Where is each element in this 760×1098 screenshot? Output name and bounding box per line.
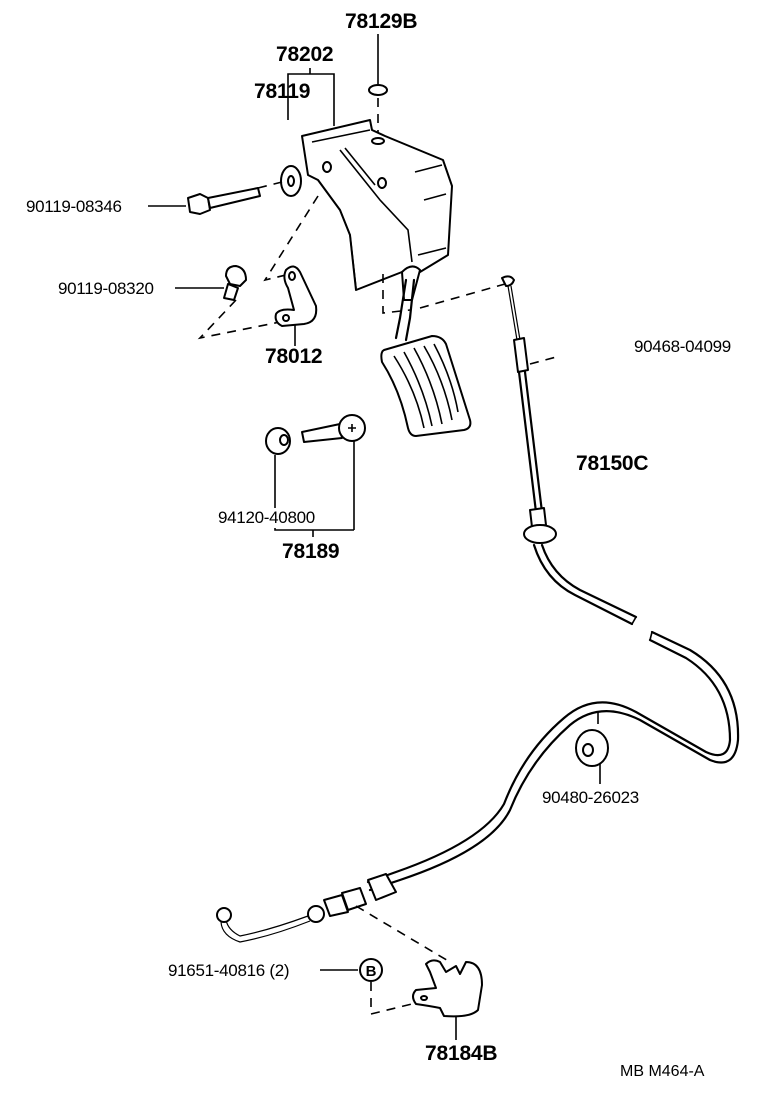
part-78150C-cable[interactable] bbox=[366, 275, 740, 892]
label-78129B[interactable]: 78129B bbox=[345, 10, 418, 33]
part-78184B-bracket[interactable] bbox=[412, 959, 483, 1040]
part-90480-26023-grommet[interactable] bbox=[575, 712, 609, 784]
label-78184B[interactable]: 78184B bbox=[425, 1042, 498, 1065]
label-90468-04099[interactable]: 90468-04099 bbox=[634, 337, 731, 356]
diagram-code: MB M464-A bbox=[620, 1063, 705, 1080]
leader-78189 bbox=[274, 441, 355, 537]
label-78189[interactable]: 78189 bbox=[282, 540, 340, 563]
label-78202[interactable]: 78202 bbox=[276, 43, 334, 66]
part-78012-bracket[interactable] bbox=[274, 265, 318, 346]
leader-78202 bbox=[287, 68, 335, 126]
cable-end-fittings bbox=[216, 873, 397, 943]
part-90119-08320-bolt[interactable] bbox=[175, 265, 247, 301]
label-78119[interactable]: 78119 bbox=[254, 80, 311, 103]
part-78202-pedal-bracket[interactable] bbox=[301, 119, 453, 301]
dash-cable-to-bracket bbox=[355, 905, 451, 963]
label-91651-40816[interactable]: 91651-40816 (2) bbox=[168, 961, 290, 980]
label-78150C[interactable]: 78150C bbox=[576, 452, 649, 475]
assembly-dash-lines bbox=[197, 181, 561, 365]
label-90480-26023[interactable]: 90480-26023 bbox=[542, 788, 639, 807]
callout-B[interactable]: B bbox=[320, 958, 421, 1016]
label-94120-40800[interactable]: 94120-40800 bbox=[218, 508, 315, 527]
callout-B-letter: B bbox=[366, 963, 377, 980]
label-90119-08346[interactable]: 90119-08346 bbox=[26, 197, 122, 216]
part-78119-washer[interactable] bbox=[280, 165, 302, 197]
part-pedal-arm bbox=[394, 278, 416, 342]
part-94120-40800-nut[interactable] bbox=[265, 427, 291, 455]
part-90119-08346-bolt[interactable] bbox=[148, 187, 261, 215]
part-78189-bolt[interactable] bbox=[301, 414, 366, 443]
part-78129B-plug[interactable] bbox=[368, 34, 388, 140]
label-90119-08320[interactable]: 90119-08320 bbox=[58, 279, 154, 298]
part-pedal-pad[interactable] bbox=[380, 335, 472, 437]
label-78012[interactable]: 78012 bbox=[265, 345, 323, 368]
